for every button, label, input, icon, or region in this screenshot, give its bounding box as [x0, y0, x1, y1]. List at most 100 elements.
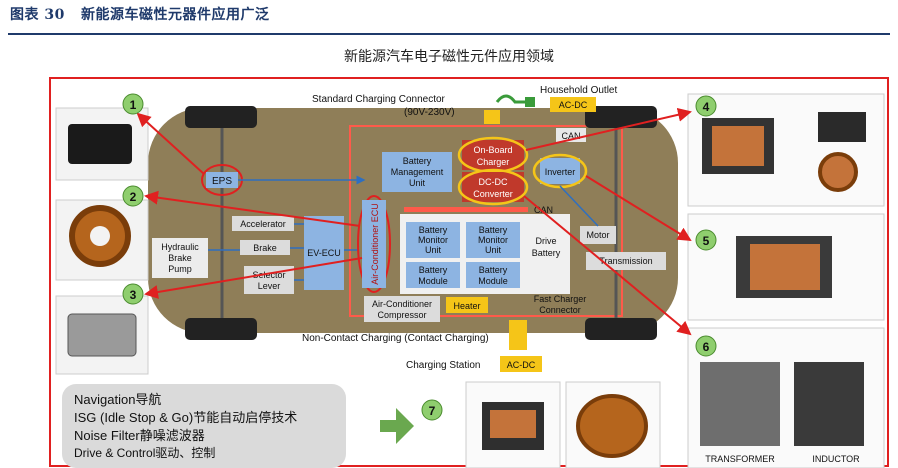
wheel-rear-left: [585, 106, 657, 128]
top-can-label: CAN: [561, 131, 580, 141]
transmission-block: [586, 252, 666, 270]
hydraulic-label-3: Pump: [168, 264, 192, 274]
application-4: Drive & Control驱动、控制: [74, 446, 215, 460]
bmon-1-label-1: Battery: [419, 225, 448, 235]
accelerator-label: Accelerator: [240, 219, 286, 229]
badge-3-text: 3: [130, 288, 137, 302]
wheel-front-left: [185, 106, 257, 128]
bmon-1-label-2: Monitor: [418, 235, 448, 245]
can-bus-bar: [404, 207, 528, 212]
dcdc-highlight: [457, 168, 529, 206]
fast-charger-label-2: Connector: [539, 305, 581, 315]
ev-ecu-label: EV-ECU: [307, 248, 341, 258]
figure-number: 图表 30: [10, 7, 65, 23]
hv-boundary: [349, 125, 623, 317]
component-7a-coil: [490, 410, 536, 438]
badge-2-text: 2: [130, 190, 137, 204]
bmod-1-label-2: Module: [418, 276, 448, 286]
diagram-title: 新能源汽车电子磁性元件应用领域: [344, 49, 554, 65]
bottom-acdc-label: AC-DC: [507, 360, 536, 370]
badge-3: 3: [122, 283, 144, 305]
wheel-rear-right: [585, 318, 657, 340]
heater-block: [446, 297, 488, 313]
selector-label-2: Lever: [258, 281, 281, 291]
ac-compressor-label-2: Compressor: [377, 310, 426, 320]
pointer-6: [523, 195, 692, 336]
brake-block: [240, 240, 290, 255]
bmod-block-1: [406, 262, 460, 288]
plug-icon: [495, 94, 535, 107]
component-6-transformer: [700, 362, 780, 446]
bmu-label-3: Unit: [409, 178, 426, 188]
dcdc-block: [462, 172, 524, 202]
ac-ecu-label: Air-Conditioner ECU: [370, 203, 380, 285]
dcdc-label-2: Converter: [473, 189, 513, 199]
applications-box: [62, 384, 346, 468]
eps-label: EPS: [212, 176, 232, 187]
drive-battery-label-1: Drive: [535, 236, 556, 246]
obc-block: [462, 140, 524, 170]
ac-compressor-block: [364, 296, 440, 322]
bmod-2-label-1: Battery: [479, 265, 508, 275]
top-acdc-label: AC-DC: [559, 100, 588, 110]
pointer-2: [144, 190, 361, 227]
figure-header: 图表 30 新能源车磁性元器件应用广泛: [10, 4, 269, 24]
motor-label: Motor: [586, 230, 609, 240]
transformer-caption: TRANSFORMER: [705, 454, 775, 464]
figure-title: 新能源车磁性元器件应用广泛: [80, 7, 270, 23]
standard-connector-label: Standard Charging Connector: [312, 94, 446, 105]
ac-compressor-label-1: Air-Conditioner: [372, 299, 432, 309]
component-2-core: [90, 226, 110, 246]
household-outlet-label: Household Outlet: [540, 85, 617, 96]
bmon-2-label-1: Battery: [479, 225, 508, 235]
bmod-2-label-2: Module: [478, 276, 508, 286]
bmu-block: [382, 152, 452, 192]
badge-4: 4: [695, 95, 717, 117]
inverter-block: [540, 158, 580, 184]
inverter-label: Inverter: [545, 167, 576, 177]
motor-block: [580, 226, 616, 244]
badge-7: 7: [421, 399, 443, 421]
non-contact-label: Non-Contact Charging (Contact Charging): [302, 333, 489, 344]
component-4-inductor: [818, 112, 866, 142]
bmon-1-label-3: Unit: [425, 245, 442, 255]
heater-label: Heater: [453, 301, 480, 311]
badge-5-text: 5: [703, 234, 710, 248]
bmod-1-label-1: Battery: [419, 265, 448, 275]
badge-2: 2: [122, 185, 144, 207]
selector-label-1: Selector: [252, 270, 285, 280]
fast-charger-label-1: Fast Charger: [534, 294, 587, 304]
obc-label-2: Charger: [477, 157, 510, 167]
hydraulic-label-2: Brake: [168, 253, 192, 263]
component-4-coil: [712, 126, 764, 166]
ac-ecu-highlight: [357, 195, 391, 293]
header-rule: [8, 33, 890, 35]
badge-6-text: 6: [703, 340, 710, 354]
badge-7-text: 7: [429, 404, 436, 418]
component-6-inductor: [794, 362, 864, 446]
inverter-motor-link: [559, 185, 599, 227]
badge-6: 6: [695, 335, 717, 357]
application-2: ISG (Idle Stop & Go)节能自动启停技术: [74, 410, 297, 425]
bmon-block-2: [466, 222, 520, 258]
ev-ecu-block: [304, 216, 344, 290]
voltage-label: (90V-230V): [404, 107, 455, 118]
brake-label: Brake: [253, 243, 277, 253]
drive-battery-label-2: Battery: [532, 248, 561, 258]
bmu-label-1: Battery: [403, 156, 432, 166]
ac-ecu-block: [362, 200, 386, 288]
component-3-body: [67, 313, 137, 357]
component-7b-coil: [576, 394, 648, 458]
application-1: Navigation导航: [74, 392, 161, 407]
bottom-port: [509, 320, 527, 350]
hydraulic-label-1: Hydraulic: [161, 242, 199, 252]
charging-station-label: Charging Station: [406, 360, 481, 371]
badge-4-text: 4: [703, 100, 710, 114]
inductor-caption: INDUCTOR: [812, 454, 860, 464]
top-acdc-box: [550, 97, 596, 112]
eps-block: [206, 172, 238, 188]
pointer-3: [144, 257, 363, 299]
bmon-block-1: [406, 222, 460, 258]
accelerator-block: [232, 216, 294, 231]
